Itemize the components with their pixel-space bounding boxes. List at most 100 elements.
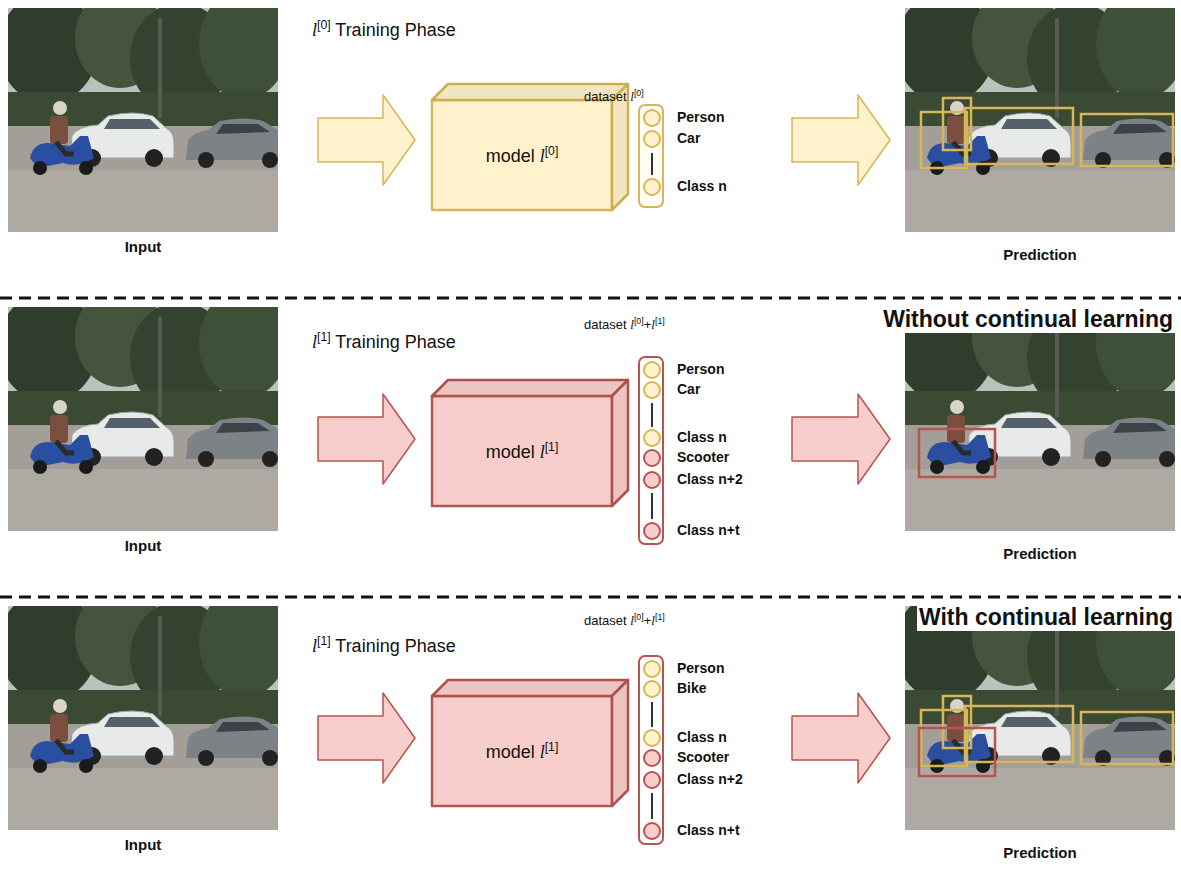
class-circle [643, 771, 661, 789]
photo-frame: Prediction [905, 8, 1175, 268]
model-box: model l[1] [432, 696, 612, 806]
bounding-box [965, 108, 1073, 164]
block-arrow [318, 95, 415, 185]
bounding-box [1081, 114, 1173, 166]
class-column [638, 655, 664, 845]
math-symbol: l [630, 317, 634, 332]
class-label: Person [677, 109, 724, 126]
section-title: With continual learning [917, 604, 1175, 631]
bounding-box [943, 696, 971, 748]
bounding-boxes [919, 429, 995, 776]
class-label: Person [677, 361, 724, 378]
superscript: [0] [634, 612, 644, 622]
class-circle [643, 729, 661, 747]
block-arrow [792, 95, 890, 185]
ellipsis-line [651, 702, 653, 727]
class-label: Scooter [677, 749, 729, 766]
class-circle [643, 449, 661, 467]
image-caption: Input [8, 836, 278, 853]
class-label: Car [677, 130, 700, 147]
class-label: Class n [677, 178, 727, 195]
class-label: Bike [677, 680, 707, 697]
bounding-box [943, 98, 971, 150]
class-circle [643, 361, 661, 379]
separator-line [0, 596, 1181, 599]
math-symbol: l [630, 613, 634, 628]
box-face [612, 680, 628, 806]
image-caption: Input [8, 537, 278, 554]
class-circle [643, 680, 661, 698]
math-symbol: l [312, 332, 317, 352]
bounding-boxes [921, 98, 1173, 766]
block-arrow [792, 394, 890, 484]
class-label: Person [677, 660, 724, 677]
model-label: model l[1] [486, 740, 559, 763]
math-symbol: l [312, 636, 317, 656]
class-list: dataset l[0]PersonCarClass n [580, 88, 785, 208]
math-symbol: l [540, 146, 545, 166]
ellipsis-line [651, 493, 653, 519]
box-face [432, 696, 612, 806]
class-label: Class n+2 [677, 471, 743, 488]
phase-label: l[0] Training Phase [312, 18, 456, 41]
class-circle [643, 429, 661, 447]
math-symbol: l [651, 613, 655, 628]
image-caption: Input [8, 238, 278, 255]
phase-label: l[1] Training Phase [312, 634, 456, 657]
math-symbol: l [312, 20, 317, 40]
model-label: model l[1] [486, 440, 559, 463]
image-caption: Prediction [905, 545, 1175, 562]
class-circle [643, 178, 661, 196]
ellipsis-line [651, 403, 653, 427]
separator-line [0, 297, 1181, 300]
dataset-heading: dataset l[0]+l[1] [584, 316, 665, 333]
box-face [432, 680, 628, 696]
class-circle [643, 130, 661, 148]
box-face [432, 100, 612, 210]
photo-frame: Input [8, 307, 278, 559]
class-label: Class n+2 [677, 771, 743, 788]
input-photo [0, 287, 289, 531]
input-photo [0, 586, 289, 830]
box-face [432, 380, 628, 396]
ellipsis-line [651, 793, 653, 819]
phase-label: l[1] Training Phase [312, 330, 456, 353]
class-label: Class n [677, 729, 727, 746]
math-symbol: l [630, 89, 634, 104]
block-arrow [792, 693, 890, 783]
class-circle [643, 381, 661, 399]
prediction-photo [895, 586, 1181, 830]
bounding-box [1081, 712, 1173, 764]
math-symbol: l [651, 317, 655, 332]
class-circle [643, 660, 661, 678]
class-circle [643, 109, 661, 127]
math-symbol: l [540, 742, 545, 762]
superscript: [0] [317, 18, 331, 32]
model-box: model l[1] [432, 396, 612, 506]
photo-frame: Input [8, 606, 278, 858]
class-circle [643, 522, 661, 540]
block-arrow [318, 693, 415, 783]
class-list: dataset l[0]+l[1]PersonCarClass nScooter… [580, 316, 785, 545]
dataset-heading: dataset l[0]+l[1] [584, 612, 665, 629]
box-face [612, 380, 628, 506]
superscript: [0] [634, 88, 644, 98]
prediction-photo [895, 0, 1181, 232]
model-label: model l[0] [486, 144, 559, 167]
superscript: [1] [317, 330, 331, 344]
image-caption: Prediction [905, 844, 1175, 861]
class-label: Class n+t [677, 522, 740, 539]
math-symbol: l [540, 442, 545, 462]
box-face [432, 396, 612, 506]
photo-frame: Prediction [905, 606, 1175, 866]
input-photo [0, 0, 289, 232]
superscript: [1] [545, 440, 559, 454]
photo-frame: Input [8, 8, 278, 260]
ellipsis-line [651, 153, 653, 175]
photo-frame: Prediction [905, 307, 1175, 567]
superscript: [0] [634, 316, 644, 326]
class-label: Class n [677, 429, 727, 446]
class-circle [643, 749, 661, 767]
image-caption: Prediction [905, 246, 1175, 263]
